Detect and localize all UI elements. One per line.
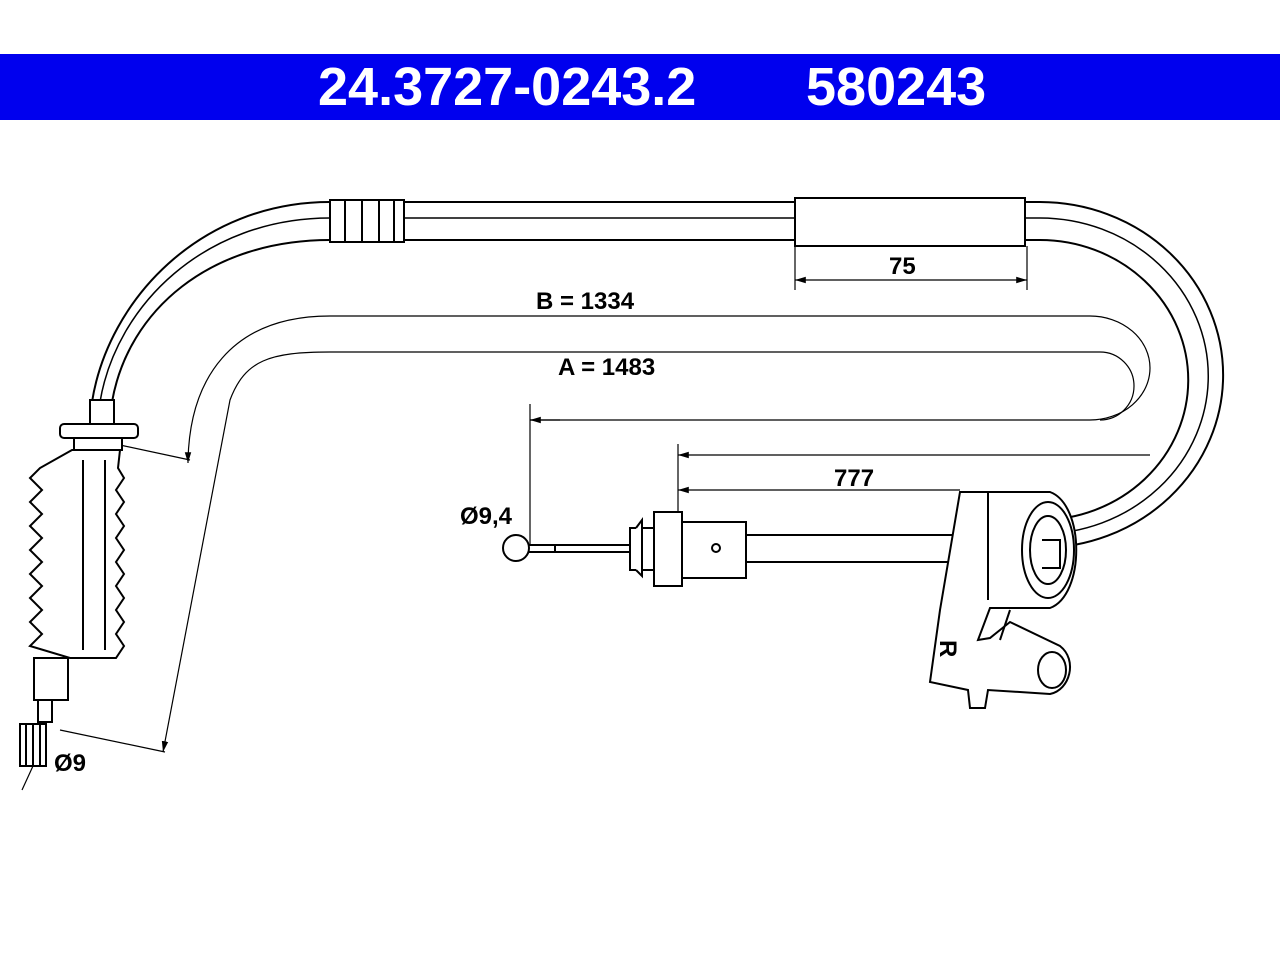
- dimension-a-line: [161, 351, 1135, 753]
- right-end-fitting: [502, 491, 1078, 709]
- cable-sheath-inner: [111, 239, 1190, 521]
- cable-sheath-outer: [91, 201, 1225, 549]
- dimension-a-label: A = 1483: [558, 354, 655, 381]
- side-marker-label: R: [934, 640, 961, 657]
- threaded-fitting: [329, 199, 405, 243]
- dimension-b-label: B = 1334: [536, 288, 635, 315]
- diameter-nipple-left-label: Ø9: [54, 750, 86, 777]
- dimension-75-label: 75: [889, 253, 916, 280]
- part-number: 24.3727-0243.2: [318, 57, 697, 117]
- reference-number: 580243: [806, 57, 987, 117]
- sleeve: [794, 197, 1026, 247]
- title-bar: 24.3727-0243.2 580243: [0, 54, 1280, 120]
- diameter-nipple-right-label: Ø9,4: [460, 503, 513, 530]
- left-end-fitting: [19, 399, 139, 791]
- dimension-777-label: 777: [834, 465, 874, 492]
- dimension-b-line: [187, 315, 1151, 461]
